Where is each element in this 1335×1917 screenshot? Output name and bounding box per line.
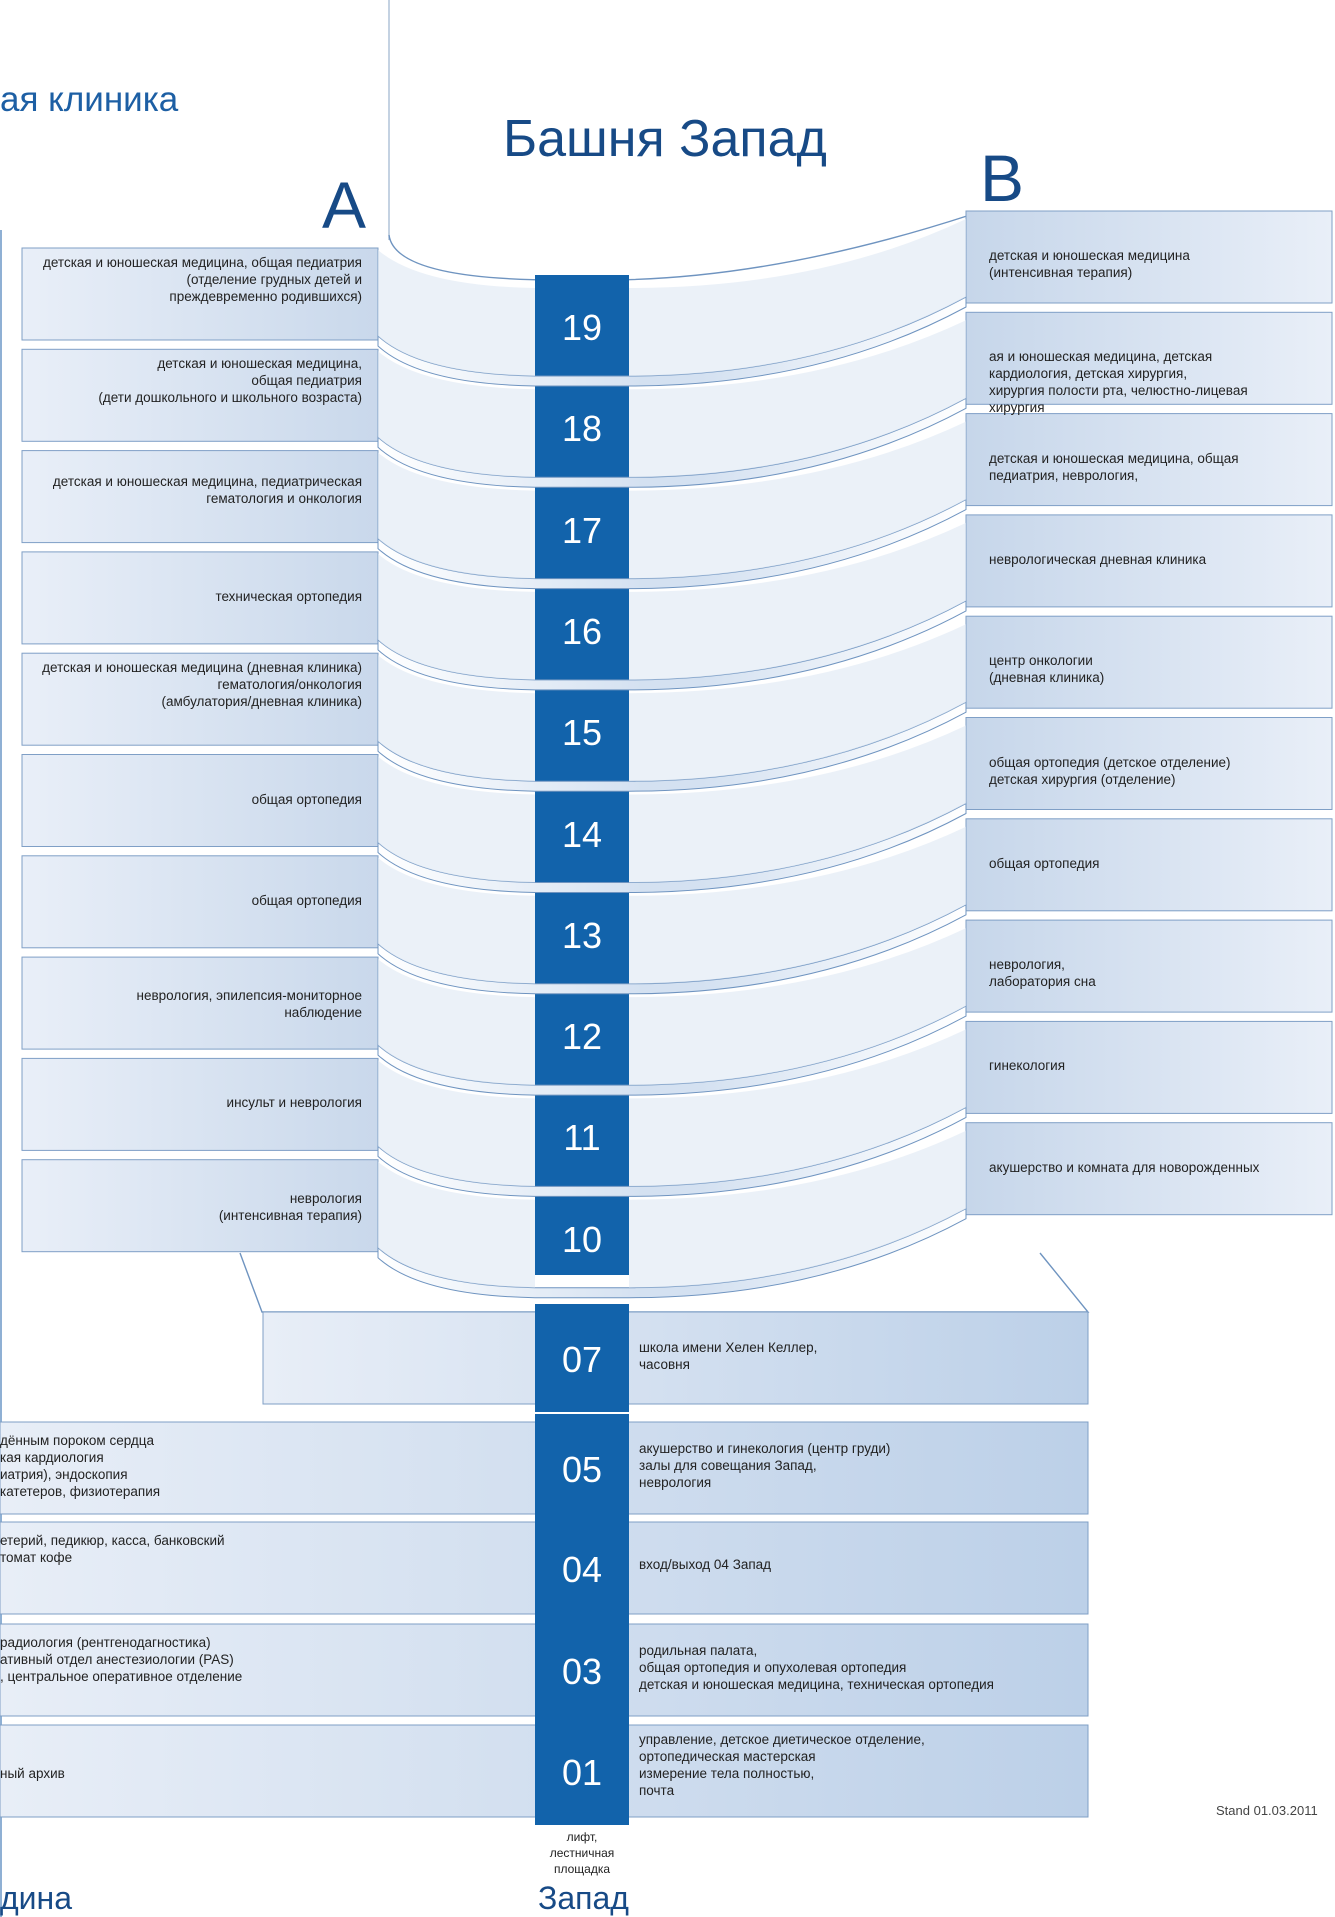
floor-15-right-text: центр онкологии (дневная клиника) <box>989 653 1105 686</box>
floor-14-left-text: общая ортопедия <box>251 791 362 807</box>
floor-number-01: 01 <box>561 1752 603 1793</box>
floor-07-right-text: школа имени Хелен Келлер, часовня <box>639 1340 818 1372</box>
floor-03-right-text: родильная палата, общая ортопедия и опух… <box>639 1643 994 1692</box>
wing-a-label: A <box>322 168 367 242</box>
partial-clinic-title: ая клиника <box>0 80 179 119</box>
right-wing-panel <box>965 615 1333 709</box>
left-wing-panel <box>21 247 379 341</box>
floor-number-13: 13 <box>561 914 603 956</box>
right-wing-panel <box>965 818 1333 912</box>
floor-number-05: 05 <box>561 1449 603 1490</box>
floor-04-left-text: етерий, педикюр, касса, банковский томат… <box>0 1533 225 1565</box>
floor-number-12: 12 <box>561 1016 603 1058</box>
right-wing-panel <box>965 919 1333 1013</box>
lower-floor-band <box>262 1311 1089 1405</box>
left-wing-panel <box>21 855 379 949</box>
left-wing-panel <box>21 551 379 645</box>
wing-b-label: B <box>980 141 1025 215</box>
floor-05-right-text: акушерство и гинекология (центр груди) з… <box>639 1441 891 1490</box>
left-wing-panel <box>21 956 379 1050</box>
floor-number-19: 19 <box>561 307 603 348</box>
floor-number-15: 15 <box>561 712 603 754</box>
left-wing-panel <box>21 652 379 746</box>
floor-05-left-text: дённым пороком сердца кая кардиология иа… <box>0 1433 161 1499</box>
floor-10-left-text: неврология (интенсивная терапия) <box>218 1190 362 1223</box>
floor-19-right-text: детская и юношеская медицина (интенсивна… <box>989 248 1190 280</box>
floor-04-right-text: вход/выход 04 Запад <box>639 1557 772 1572</box>
floor-11-right-text: гинекология <box>989 1058 1066 1074</box>
floor-19-left-text: детская и юношеская медицина, общая педи… <box>43 255 362 304</box>
floor-number-04: 04 <box>561 1549 603 1590</box>
right-wing-panel <box>965 717 1333 810</box>
left-wing-panel <box>21 754 379 847</box>
floor-11-left-text: инсульт и неврология <box>226 1095 362 1111</box>
floor-number-10: 10 <box>561 1218 603 1260</box>
footer-center-label: Запад <box>538 1880 629 1916</box>
floor-number-16: 16 <box>561 610 603 652</box>
floor-13-left-text: общая ортопедия <box>251 892 362 908</box>
right-wing-panel <box>965 210 1333 304</box>
floor-14-right-text: общая ортопедия (детское отделение) детс… <box>989 754 1231 787</box>
floor-16-left-text: техническая ортопедия <box>215 588 362 604</box>
left-wing-panel <box>21 1057 379 1151</box>
floor-12-left-text: неврология, эпилепсия-мониторное наблюде… <box>136 988 362 1021</box>
floor-10-right-text: акушерство и комната для новорожденных <box>989 1159 1260 1175</box>
floor-17-right-text: детская и юношеская медицина, общая педи… <box>989 450 1239 483</box>
floor-17-left-text: детская и юношеская медицина, педиатриче… <box>52 473 362 506</box>
elevator-core-upper <box>535 275 629 1275</box>
lift-stairs-label: лифт, лестничная площадка <box>549 1830 615 1876</box>
floor-number-07: 07 <box>561 1339 603 1380</box>
tower-title: Башня Запад <box>503 110 827 168</box>
floor-number-11: 11 <box>563 1117 601 1159</box>
floor-number-14: 14 <box>561 813 603 855</box>
floor-18-left-text: детская и юношеская медицина, общая педи… <box>98 356 362 406</box>
floor-16-right-text: неврологическая дневная клиника <box>989 551 1207 567</box>
floor-15-left-text: детская и юношеская медицина (дневная кл… <box>42 660 362 710</box>
right-wing-panel <box>965 1122 1333 1216</box>
footer-left-label: дина <box>0 1880 73 1916</box>
floor-number-18: 18 <box>561 408 603 450</box>
floor-01-left-text: ный архив <box>0 1766 65 1781</box>
right-wing-panel <box>965 311 1333 405</box>
floor-03-left-text: радиология (рентгенодагностика) ативный … <box>0 1635 243 1684</box>
left-wing-panel <box>21 1159 379 1253</box>
floor-number-03: 03 <box>561 1651 603 1692</box>
left-wing-panel <box>21 450 379 544</box>
right-wing-panel <box>965 514 1333 608</box>
right-wing-panel <box>965 1020 1333 1114</box>
floor-12-right-text: неврология, лаборатория сна <box>989 957 1096 990</box>
right-wing-panel <box>965 413 1333 507</box>
date-stamp: Stand 01.03.2011 <box>1216 1803 1318 1818</box>
floor-13-right-text: общая ортопедия <box>989 855 1100 871</box>
floor-18-right-text: ая и юношеская медицина, детская кардиол… <box>989 349 1248 416</box>
floor-number-17: 17 <box>561 509 603 551</box>
floor-01-right-text: управление, детское диетическое отделени… <box>639 1732 925 1798</box>
